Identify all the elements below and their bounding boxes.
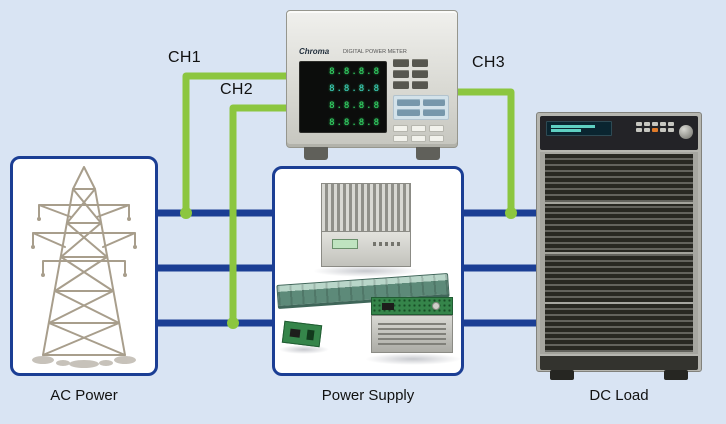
meter-button-group-top bbox=[393, 59, 428, 89]
meter-display-row-1: 8.8.8.8 bbox=[329, 67, 381, 77]
dc-load-key bbox=[668, 122, 674, 126]
ac-power-box bbox=[10, 156, 158, 376]
meter-display: 8.8.8.8 8.8.8.8 8.8.8.8 8.8.8.8 bbox=[299, 61, 387, 133]
ch1-wire bbox=[182, 72, 296, 217]
meter-button bbox=[411, 125, 426, 132]
channel-wires bbox=[182, 72, 515, 327]
psu-circuit-board bbox=[371, 297, 453, 315]
ch3-probe-dot bbox=[505, 207, 517, 219]
psu-casing-front bbox=[371, 315, 453, 353]
dc-load-key bbox=[668, 128, 674, 132]
ch1-label: CH1 bbox=[168, 49, 201, 66]
dc-display-readout-line bbox=[551, 125, 595, 128]
rectifier-display bbox=[332, 239, 358, 249]
meter-button bbox=[397, 99, 420, 106]
pcb-chip bbox=[289, 328, 301, 338]
meter-button bbox=[429, 135, 444, 142]
ch2-probe-dot bbox=[227, 317, 239, 329]
ac-power-label: AC Power bbox=[50, 387, 118, 404]
tower-ground-shadows bbox=[32, 356, 136, 368]
meter-display-row-3: 8.8.8.8 bbox=[329, 101, 381, 111]
dc-load-key bbox=[636, 128, 642, 132]
meter-button bbox=[422, 99, 445, 106]
meter-brand: Chroma bbox=[299, 47, 330, 56]
dc-load-base bbox=[540, 356, 698, 370]
meter-button bbox=[393, 135, 408, 142]
meter-button bbox=[422, 109, 445, 116]
meter-button bbox=[393, 81, 409, 89]
meter-model-text: DIGITAL POWER METER bbox=[343, 49, 407, 55]
ch3-wire bbox=[448, 88, 515, 217]
meter-button bbox=[393, 70, 409, 78]
meter-button-group-bottom bbox=[393, 125, 444, 142]
tower-insulators bbox=[31, 217, 137, 277]
dc-load-display bbox=[546, 121, 612, 136]
psu-shadow bbox=[365, 353, 461, 365]
rectifier-unit-image bbox=[321, 183, 411, 267]
dc-load-knob bbox=[679, 125, 693, 139]
pcb-shadow bbox=[279, 345, 329, 354]
meter-foot-right bbox=[416, 147, 440, 160]
meter-foot-left bbox=[304, 147, 328, 160]
psu-capacitor bbox=[432, 302, 440, 310]
power-supply-box bbox=[272, 166, 464, 376]
rectifier-heatsink-fins bbox=[321, 183, 411, 231]
meter-button bbox=[393, 125, 408, 132]
power-supply-label: Power Supply bbox=[321, 387, 415, 404]
channel-wire-probes bbox=[180, 207, 517, 329]
meter-display-row-2: 8.8.8.8 bbox=[329, 84, 381, 94]
pcb-chip-2 bbox=[306, 329, 315, 341]
meter-front-panel: Chroma DIGITAL POWER METER 8.8.8.8 8.8.8… bbox=[286, 10, 458, 148]
dc-load-key bbox=[644, 128, 650, 132]
dc-load-keypad bbox=[636, 122, 674, 132]
dc-load-key bbox=[644, 122, 650, 126]
dc-load-key-accent bbox=[652, 128, 658, 132]
dc-load-key bbox=[660, 122, 666, 126]
psu-chip bbox=[382, 303, 394, 310]
ch3-label: CH3 bbox=[472, 54, 505, 71]
meter-button bbox=[397, 109, 420, 116]
dc-load-vent-slats bbox=[540, 152, 698, 354]
dc-load-chassis bbox=[536, 112, 702, 372]
psu-vent-grill bbox=[378, 322, 446, 345]
meter-button bbox=[429, 125, 444, 132]
meter-button bbox=[393, 59, 409, 67]
meter-display-row-4: 8.8.8.8 bbox=[329, 118, 381, 128]
meter-button bbox=[412, 81, 428, 89]
meter-button-group-middle bbox=[393, 95, 449, 120]
dc-load-key bbox=[636, 122, 642, 126]
dc-display-readout-line bbox=[551, 129, 581, 132]
transmission-tower-illustration bbox=[31, 166, 137, 368]
ch1-probe-dot bbox=[180, 207, 192, 219]
dc-load-control-panel bbox=[540, 116, 698, 150]
dc-load-label: DC Load bbox=[589, 387, 649, 404]
meter-button bbox=[412, 70, 428, 78]
open-frame-psu-image bbox=[371, 297, 453, 353]
rectifier-front-panel bbox=[321, 231, 411, 267]
rectifier-shadow bbox=[313, 265, 419, 277]
dc-load-key bbox=[652, 122, 658, 126]
tower-lattice bbox=[32, 166, 136, 356]
ch2-label: CH2 bbox=[220, 81, 253, 98]
dc-load-foot-right bbox=[664, 370, 688, 380]
meter-button bbox=[412, 59, 428, 67]
dc-load-key bbox=[660, 128, 666, 132]
ch2-wire bbox=[229, 104, 296, 327]
dc-electronic-load bbox=[536, 112, 702, 380]
dc-load-foot-left bbox=[550, 370, 574, 380]
rectifier-buttons bbox=[373, 242, 401, 246]
small-pcb-image bbox=[281, 320, 323, 348]
meter-button bbox=[411, 135, 426, 142]
digital-power-meter: Chroma DIGITAL POWER METER 8.8.8.8 8.8.8… bbox=[286, 10, 458, 160]
